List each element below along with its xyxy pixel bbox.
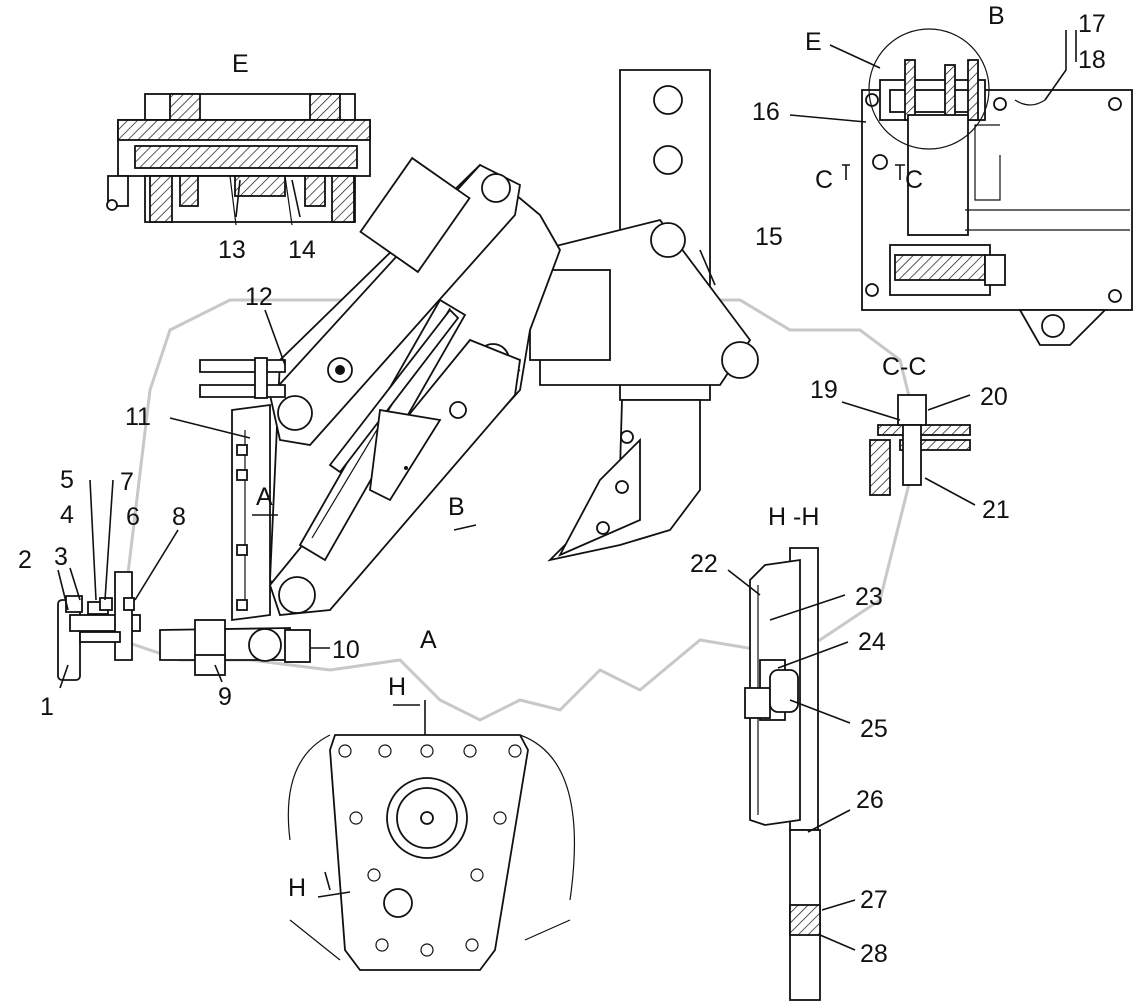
callout-20: 20 xyxy=(980,383,1008,411)
label-c-c: C-C xyxy=(882,353,926,381)
assembly-left-parts xyxy=(57,571,141,681)
callout-18: 18 xyxy=(1078,46,1106,74)
callout-27: 27 xyxy=(860,886,888,914)
view-b xyxy=(861,28,1133,346)
section-labels: E E B B A A C-C C C H -H H H xyxy=(232,2,1005,902)
label-h-h: H -H xyxy=(768,503,819,531)
leader-lines xyxy=(57,30,1077,951)
callout-7: 7 xyxy=(120,468,134,496)
label-a-arrow: A xyxy=(256,483,273,511)
label-c-left: C xyxy=(815,166,833,194)
label-e-detail: E xyxy=(232,50,249,78)
callout-16: 16 xyxy=(752,98,780,126)
main-arm-assembly xyxy=(159,69,759,676)
callout-12: 12 xyxy=(245,283,273,311)
callout-numbers: 1 2 3 4 5 6 7 8 9 10 11 12 13 14 15 16 1… xyxy=(18,10,1106,968)
callout-2: 2 xyxy=(18,546,32,574)
callout-4: 4 xyxy=(60,501,74,529)
label-e-pointer: E xyxy=(805,28,822,56)
label-b-arrow: B xyxy=(448,493,465,521)
label-a-view: A xyxy=(420,626,437,654)
callout-9: 9 xyxy=(218,683,232,711)
callout-28: 28 xyxy=(860,940,888,968)
label-c-right: C xyxy=(905,166,923,194)
callout-10: 10 xyxy=(332,636,360,664)
callout-19: 19 xyxy=(810,376,838,404)
view-h xyxy=(287,734,575,971)
callout-21: 21 xyxy=(982,496,1010,524)
section-c-c xyxy=(869,394,971,496)
callout-25: 25 xyxy=(860,715,888,743)
callout-3: 3 xyxy=(54,543,68,571)
callout-15: 15 xyxy=(755,223,783,251)
section-h-h xyxy=(744,547,821,1001)
callout-1: 1 xyxy=(40,693,54,721)
label-h-cut: H xyxy=(288,874,306,902)
callout-22: 22 xyxy=(690,550,718,578)
callout-14: 14 xyxy=(288,236,316,264)
label-h-mark: H xyxy=(388,673,406,701)
detail-e-section xyxy=(106,93,371,226)
callout-6: 6 xyxy=(126,503,140,531)
callout-5: 5 xyxy=(60,466,74,494)
callout-11: 11 xyxy=(125,403,151,431)
callout-24: 24 xyxy=(858,628,886,656)
callout-13: 13 xyxy=(218,236,246,264)
callout-23: 23 xyxy=(855,583,883,611)
label-b-view: B xyxy=(988,2,1005,30)
callout-17: 17 xyxy=(1078,10,1106,38)
callout-26: 26 xyxy=(856,786,884,814)
callout-8: 8 xyxy=(172,503,186,531)
